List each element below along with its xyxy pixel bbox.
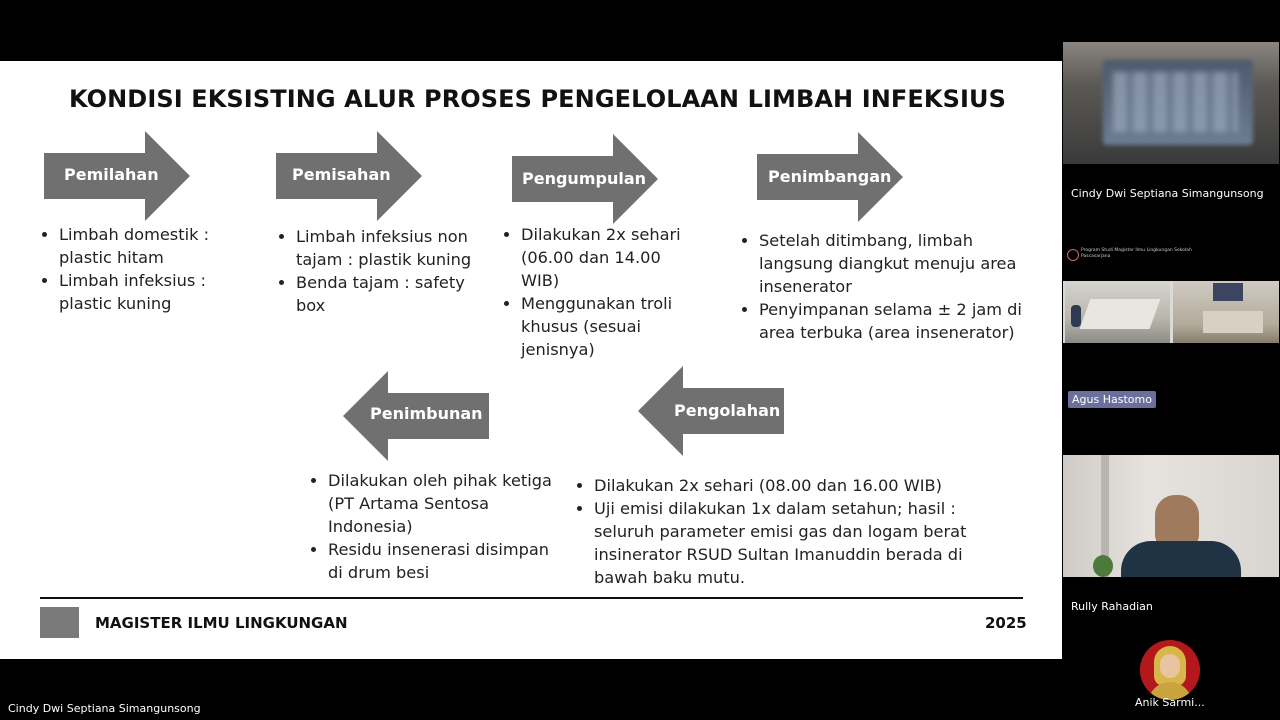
arrow-pemilahan: Pemilahan bbox=[44, 131, 190, 221]
arrow-penimbangan: Penimbangan bbox=[757, 132, 903, 222]
bullet: Penyimpanan selama ± 2 jam di area terbu… bbox=[759, 298, 1039, 344]
arrow-label-pengolahan: Pengolahan bbox=[674, 401, 781, 420]
arrow-label-pemilahan: Pemilahan bbox=[64, 165, 159, 184]
plant bbox=[1093, 555, 1113, 577]
shared-slide: KONDISI EKSISTING ALUR PROSES PENGELOLAA… bbox=[0, 61, 1062, 659]
bullet: Residu insenerasi disimpan di drum besi bbox=[328, 538, 568, 584]
footer-divider bbox=[40, 597, 1023, 599]
participant-video-room[interactable] bbox=[1063, 281, 1279, 343]
bullet: Dilakukan oleh pihak ketiga (PT Artama S… bbox=[328, 469, 568, 538]
arrow-pengumpulan: Pengumpulan bbox=[512, 134, 658, 224]
participant-name-cindy: Cindy Dwi Septiana Simangunsong bbox=[1071, 187, 1264, 200]
person-shirt bbox=[1121, 541, 1241, 577]
shared-screen-owner-label: Cindy Dwi Septiana Simangunsong bbox=[8, 702, 201, 715]
footer-program-name: MAGISTER ILMU LINGKUNGAN bbox=[95, 614, 348, 632]
participant-name-agus: Agus Hastomo bbox=[1068, 391, 1156, 408]
video-screen-blur bbox=[1113, 72, 1238, 132]
bullet: Limbah infeksius : plastic kuning bbox=[59, 269, 249, 315]
avatar-anik[interactable] bbox=[1140, 640, 1200, 700]
arrow-pemisahan: Pemisahan bbox=[276, 131, 422, 221]
bullet: Dilakukan 2x sehari (06.00 dan 14.00 WIB… bbox=[521, 223, 701, 292]
program-banner: Program Studi Magister Ilmu Lingkungan S… bbox=[1063, 245, 1279, 263]
meeting-table bbox=[1079, 299, 1161, 329]
footer-year: 2025 bbox=[985, 614, 1027, 632]
arrow-penimbunan: Penimbunan bbox=[343, 371, 489, 461]
arrow-pengolahan: Pengolahan bbox=[638, 366, 784, 456]
meeting-table bbox=[1203, 311, 1263, 333]
avatar-face bbox=[1160, 654, 1180, 678]
bullet: Setelah ditimbang, limbah langsung diang… bbox=[759, 229, 1039, 298]
room-camera-left bbox=[1065, 281, 1170, 343]
program-banner-text: Program Studi Magister Ilmu Lingkungan S… bbox=[1081, 248, 1192, 259]
footer-logo-box bbox=[40, 607, 79, 638]
slide-title: KONDISI EKSISTING ALUR PROSES PENGELOLAA… bbox=[69, 85, 1006, 113]
arrow-label-pemisahan: Pemisahan bbox=[292, 165, 391, 184]
room-camera-right bbox=[1173, 281, 1279, 343]
bullets-pemilahan: Limbah domestik : plastic hitam Limbah i… bbox=[39, 223, 249, 315]
bullet: Uji emisi dilakukan 1x dalam setahun; ha… bbox=[594, 497, 984, 589]
bullet: Limbah infeksius non tajam : plastik kun… bbox=[296, 225, 486, 271]
arrow-label-pengumpulan: Pengumpulan bbox=[522, 169, 646, 188]
bullet: Dilakukan 2x sehari (08.00 dan 16.00 WIB… bbox=[594, 474, 984, 497]
participant-video-rully[interactable] bbox=[1063, 455, 1279, 577]
bullet: Limbah domestik : plastic hitam bbox=[59, 223, 249, 269]
participant-name-rully: Rully Rahadian bbox=[1071, 600, 1153, 613]
bullet: Benda tajam : safety box bbox=[296, 271, 486, 317]
bullets-pengolahan: Dilakukan 2x sehari (08.00 dan 16.00 WIB… bbox=[574, 474, 984, 589]
person-figure bbox=[1071, 305, 1081, 327]
arrow-label-penimbangan: Penimbangan bbox=[768, 167, 892, 186]
bullets-pengumpulan: Dilakukan 2x sehari (06.00 dan 14.00 WIB… bbox=[501, 223, 701, 361]
bullets-penimbunan: Dilakukan oleh pihak ketiga (PT Artama S… bbox=[308, 469, 568, 584]
arrow-label-penimbunan: Penimbunan bbox=[370, 404, 483, 423]
participant-video-cindy[interactable] bbox=[1063, 42, 1279, 164]
avatar-body bbox=[1148, 682, 1192, 700]
university-seal-icon bbox=[1067, 249, 1079, 261]
participant-name-anik: Anik Sarmi... bbox=[1135, 696, 1205, 709]
window-frame bbox=[1101, 455, 1109, 577]
person-head bbox=[1155, 495, 1199, 549]
room-screen bbox=[1213, 283, 1243, 301]
bullets-penimbangan: Setelah ditimbang, limbah langsung diang… bbox=[739, 229, 1039, 344]
bullets-pemisahan: Limbah infeksius non tajam : plastik kun… bbox=[276, 225, 486, 317]
bullet: Menggunakan troli khusus (sesuai jenisny… bbox=[521, 292, 701, 361]
